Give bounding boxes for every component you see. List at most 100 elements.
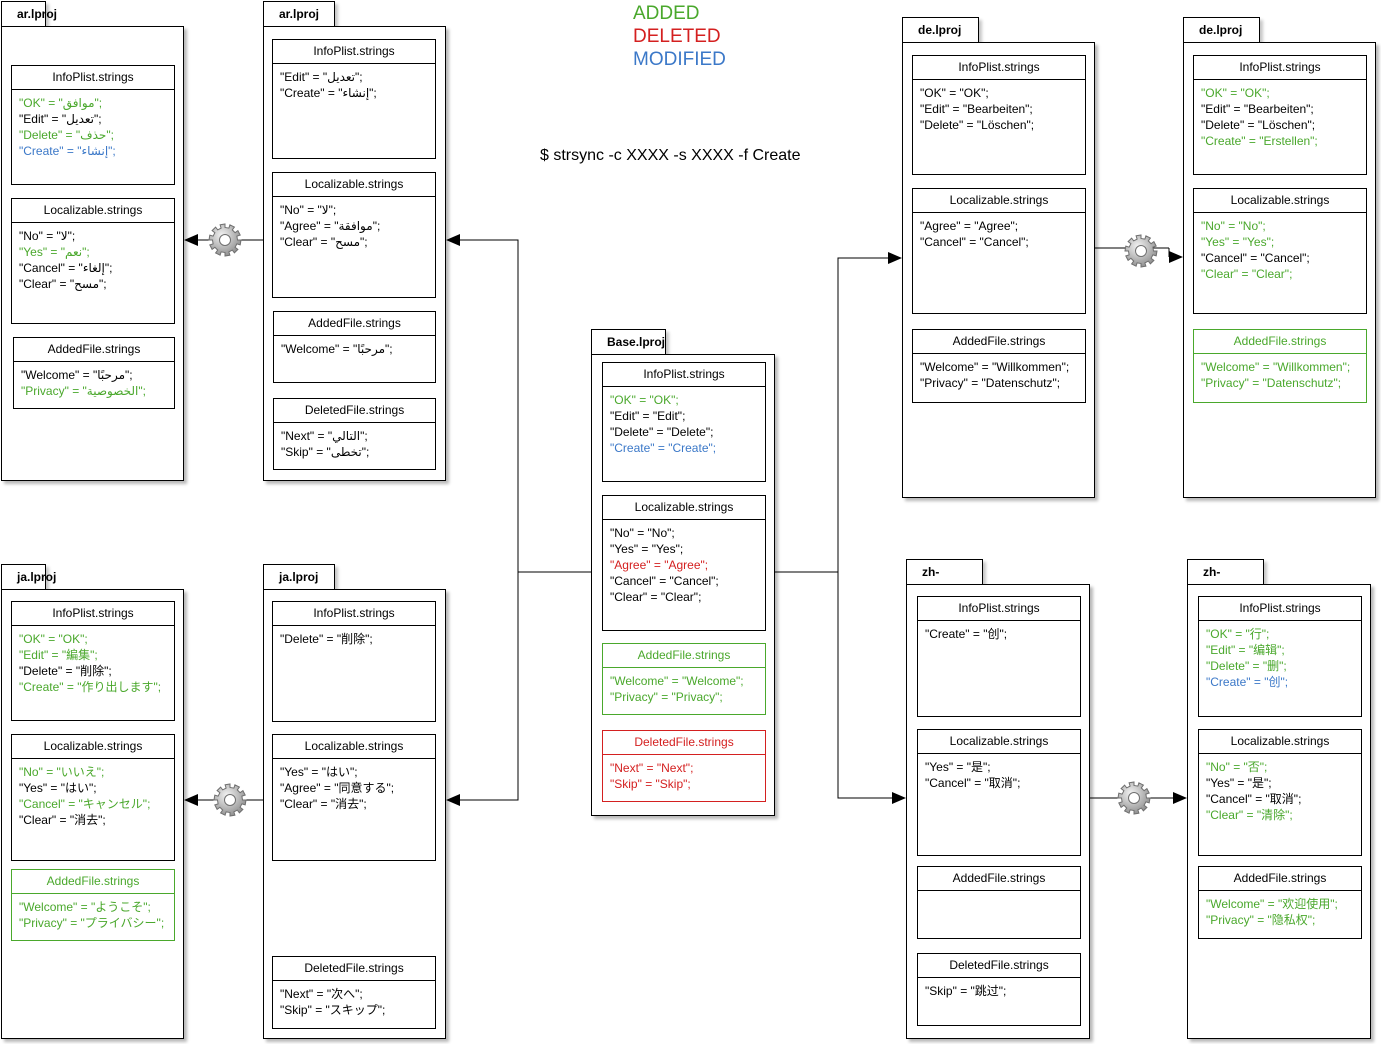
string-entry: "Edit" = "Bearbeiten"; [920,102,1033,116]
string-entry: "Cancel" = "Cancel"; [920,235,1029,249]
file-infoplist: InfoPlist.strings"OK" = "موافق";"Edit" =… [11,65,175,185]
file-body: "No" = "いいえ";"Yes" = "はい";"Cancel" = "キャ… [12,759,174,828]
file-deletedfile: DeletedFile.strings "Skip" = "跳过"; [917,953,1081,1026]
file-infoplist: InfoPlist.strings"Edit" = "تعديل";"Creat… [272,39,436,159]
folder-tab-ar-result: ar.lproj [1,1,57,26]
string-entry: "Clear" = "Clear"; [610,590,702,604]
string-entry: "Privacy" = "Datenschutz"; [1201,376,1342,390]
string-entry: "No" = "No"; [610,526,675,540]
file-localizable: Localizable.strings"Yes" = "はい";"Agree" … [272,734,436,861]
file-localizable: Localizable.strings"Agree" = "Agree";"Ca… [912,188,1086,314]
file-infoplist: InfoPlist.strings"OK" = "OK";"Edit" = "B… [912,55,1086,175]
string-entry: "Yes" = "はい"; [280,765,358,779]
string-entry: "Edit" = "编辑"; [1206,643,1285,657]
folder-zh-source: InfoPlist.strings"Create" = "创";Localiza… [906,584,1090,1039]
string-entry: "Clear" = "مسح"; [19,277,107,291]
string-entry: "Skip" = "跳过"; [925,984,1007,998]
file-body: "Edit" = "تعديل";"Create" = "إنشاء"; [273,64,435,101]
string-entry: "Edit" = "تعديل"; [19,112,102,126]
string-entry: "Create" = "创"; [1206,675,1289,689]
file-title: AddedFile.strings [913,330,1085,354]
file-title: DeletedFile.strings [273,957,435,981]
connector-base-to-ja [460,572,519,801]
folder-tab-ar-source: ar.lproj [263,1,335,26]
file-title: Localizable.strings [273,735,435,759]
file-localizable: Localizable.strings"No" = "否";"Yes" = "是… [1198,729,1362,856]
file-addedfile: AddedFile.strings"Welcome" = "Welcome";"… [602,643,766,715]
string-entry: "Welcome" = "Willkommen"; [1201,360,1351,374]
file-localizable: Localizable.strings"No" = "لا";"Agree" =… [272,172,436,298]
gear-icon [1124,234,1158,268]
file-deletedfile: DeletedFile.strings"Next" = "التالي";"Sk… [273,398,436,470]
file-title: AddedFile.strings [14,338,174,362]
string-entry: "No" = "No"; [1201,219,1266,233]
file-body: "OK" = "行";"Edit" = "编辑";"Delete" = "删";… [1199,621,1361,690]
file-title: AddedFile.strings [1194,330,1366,354]
file-body: "OK" = "OK";"Edit" = "Bearbeiten";"Delet… [1194,80,1366,149]
file-title: InfoPlist.strings [12,602,174,626]
string-entry: "Cancel" = "إلغاء"; [19,261,113,275]
string-entry: "Clear" = "Clear"; [1201,267,1293,281]
legend-added: ADDED [633,3,700,24]
folder-ar-source: InfoPlist.strings"Edit" = "تعديل";"Creat… [263,26,446,481]
file-infoplist: InfoPlist.strings"Delete" = "削除"; [272,601,436,722]
file-body: "Agree" = "Agree";"Cancel" = "Cancel"; [913,213,1085,250]
arrowhead-ar-source [446,234,460,246]
string-entry: "OK" = "OK"; [610,393,679,407]
file-body: "Welcome" = "Welcome";"Privacy" = "Priva… [603,668,765,705]
string-entry: "Create" = "إنشاء"; [280,86,377,100]
string-entry: "Next" = "التالي"; [281,429,368,443]
folder-tab-ja-result: ja.lproj [1,564,56,589]
string-entry: "OK" = "OK"; [19,632,88,646]
gear-icon [208,223,242,257]
string-entry: "Agree" = "Agree"; [610,558,709,572]
file-body [918,891,1080,896]
file-infoplist: InfoPlist.strings"OK" = "OK";"Edit" = "E… [602,362,766,482]
string-entry: "Yes" = "نعم"; [19,245,90,259]
string-entry: "Create" = "إنشاء"; [19,144,116,158]
file-localizable: Localizable.strings"No" = "いいえ";"Yes" = … [11,734,175,861]
string-entry: "Welcome" = "欢迎使用"; [1206,897,1338,911]
string-entry: "Delete" = "Löschen"; [1201,118,1316,132]
string-entry: "Yes" = "是"; [1206,776,1272,790]
file-title: Localizable.strings [12,735,174,759]
string-entry: "Yes" = "是"; [925,760,991,774]
file-infoplist: InfoPlist.strings"OK" = "行";"Edit" = "编辑… [1198,596,1362,717]
string-entry: "Cancel" = "Cancel"; [1201,251,1310,265]
string-entry: "Clear" = "消去"; [19,813,106,827]
file-infoplist: InfoPlist.strings"OK" = "OK";"Edit" = "編… [11,601,175,721]
string-entry: "OK" = "OK"; [920,86,989,100]
file-title: AddedFile.strings [274,312,435,336]
file-title: Localizable.strings [273,173,435,197]
file-title: DeletedFile.strings [603,731,765,755]
string-entry: "Edit" = "Bearbeiten"; [1201,102,1314,116]
file-localizable: Localizable.strings"No" = "لا";"Yes" = "… [11,198,175,324]
file-addedfile: AddedFile.strings"Welcome" = "欢迎使用";"Pri… [1198,866,1362,939]
string-entry: "Next" = "次へ"; [280,987,363,1001]
string-entry: "Skip" = "スキップ"; [280,1003,386,1017]
file-body: "No" = "No";"Yes" = "Yes";"Cancel" = "Ca… [1194,213,1366,282]
string-entry: "Clear" = "清除"; [1206,808,1293,822]
file-body: "Welcome" = "مرحبًا"; [274,336,435,357]
file-title: InfoPlist.strings [918,597,1080,621]
file-title: DeletedFile.strings [918,954,1080,978]
file-body: "No" = "否";"Yes" = "是";"Cancel" = "取消";"… [1199,754,1361,823]
file-body: "OK" = "موافق";"Edit" = "تعديل";"Delete"… [12,90,174,159]
string-entry: "Yes" = "Yes"; [610,542,684,556]
file-title: Localizable.strings [918,730,1080,754]
folder-zh-result: InfoPlist.strings"OK" = "行";"Edit" = "编辑… [1187,584,1371,1039]
string-entry: "Agree" = "موافقة"; [280,219,381,233]
string-entry: "Cancel" = "キャンセル"; [19,797,151,811]
arrowhead-ja-result [184,794,198,806]
file-body: "Next" = "次へ"; "Skip" = "スキップ"; [273,981,435,1018]
file-body: "Next" = "التالي";"Skip" = "تخطى"; [274,423,435,460]
string-entry: "Delete" = "Löschen"; [920,118,1035,132]
file-body: "Skip" = "跳过"; [918,978,1080,999]
file-title: Localizable.strings [1199,730,1361,754]
file-title: InfoPlist.strings [1194,56,1366,80]
file-body: "No" = "لا";"Agree" = "موافقة";"Clear" =… [273,197,435,250]
gear-icon [1117,781,1151,815]
file-body: "Welcome" = "مرحبًا";"Privacy" = "الخصوص… [14,362,174,399]
string-entry: "OK" = "行"; [1206,627,1270,641]
